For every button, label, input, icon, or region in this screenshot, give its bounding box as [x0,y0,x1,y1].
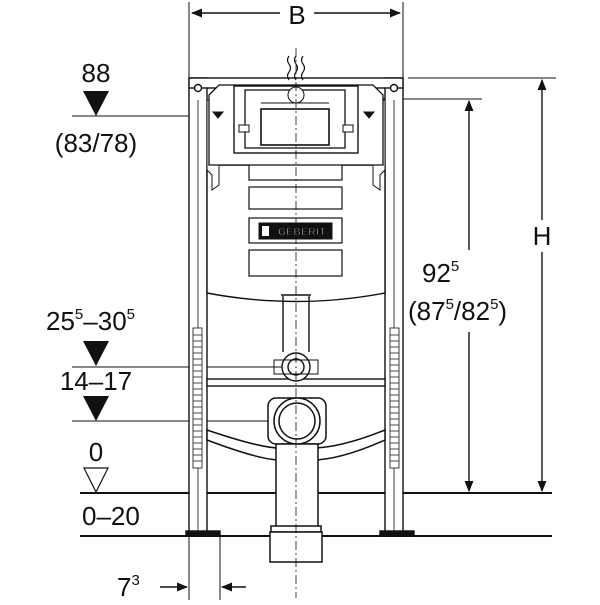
offset-dimension [160,537,246,600]
cistern-panel-2 [248,186,343,210]
heat-wave-icon [286,55,306,81]
adjustment-racks [192,327,400,469]
brand-mark [262,226,269,236]
rack-right-teeth [390,334,399,462]
side-markers [211,111,376,119]
height-label: H [533,221,552,251]
lower-range-label: 14–17 [60,366,132,396]
drain-elbow-body [206,428,386,461]
offset-label: 73 [117,572,140,600]
actuator-clip-right [342,124,354,133]
actuator-clip-left [238,124,250,133]
width-label: B [288,0,305,30]
side-alt-label: (875/825) [408,296,507,326]
outline-triangle-marker [83,467,109,494]
width-label-bg [280,0,314,28]
filled-triangle-marker [83,396,109,421]
cistern-panel-3 [248,249,343,277]
width-dimension [188,0,404,78]
rack-left [192,327,203,469]
drain-downpipe [275,443,319,531]
actuator-window [260,108,330,146]
height-dimension [528,78,556,493]
floor-range-label: 0–20 [82,501,140,531]
right-foot [379,530,415,537]
drain-inner [278,402,316,440]
cistern: GEBERIT [206,99,386,303]
filled-triangle-marker [83,341,109,366]
bolt-top-right [389,83,399,93]
top-alt-label: (83/78) [55,128,137,158]
top-main-label: 88 [82,58,111,88]
floor-level-label: 0 [89,437,103,467]
filled-triangle-marker [83,91,109,116]
bolt-top-left [193,83,203,93]
left-foot [185,530,221,537]
flush-pipe-vertical [282,296,310,352]
rack-right [389,327,400,469]
upper-range-label: 255–305 [46,306,135,336]
side-main-label: 925 [422,258,459,288]
small-marker-right [362,111,376,119]
height-label-bg [528,220,556,252]
brand-label: GEBERIT [278,227,326,238]
brand-plate [258,222,333,240]
rack-left-teeth [193,334,202,462]
small-marker-left [211,111,225,119]
